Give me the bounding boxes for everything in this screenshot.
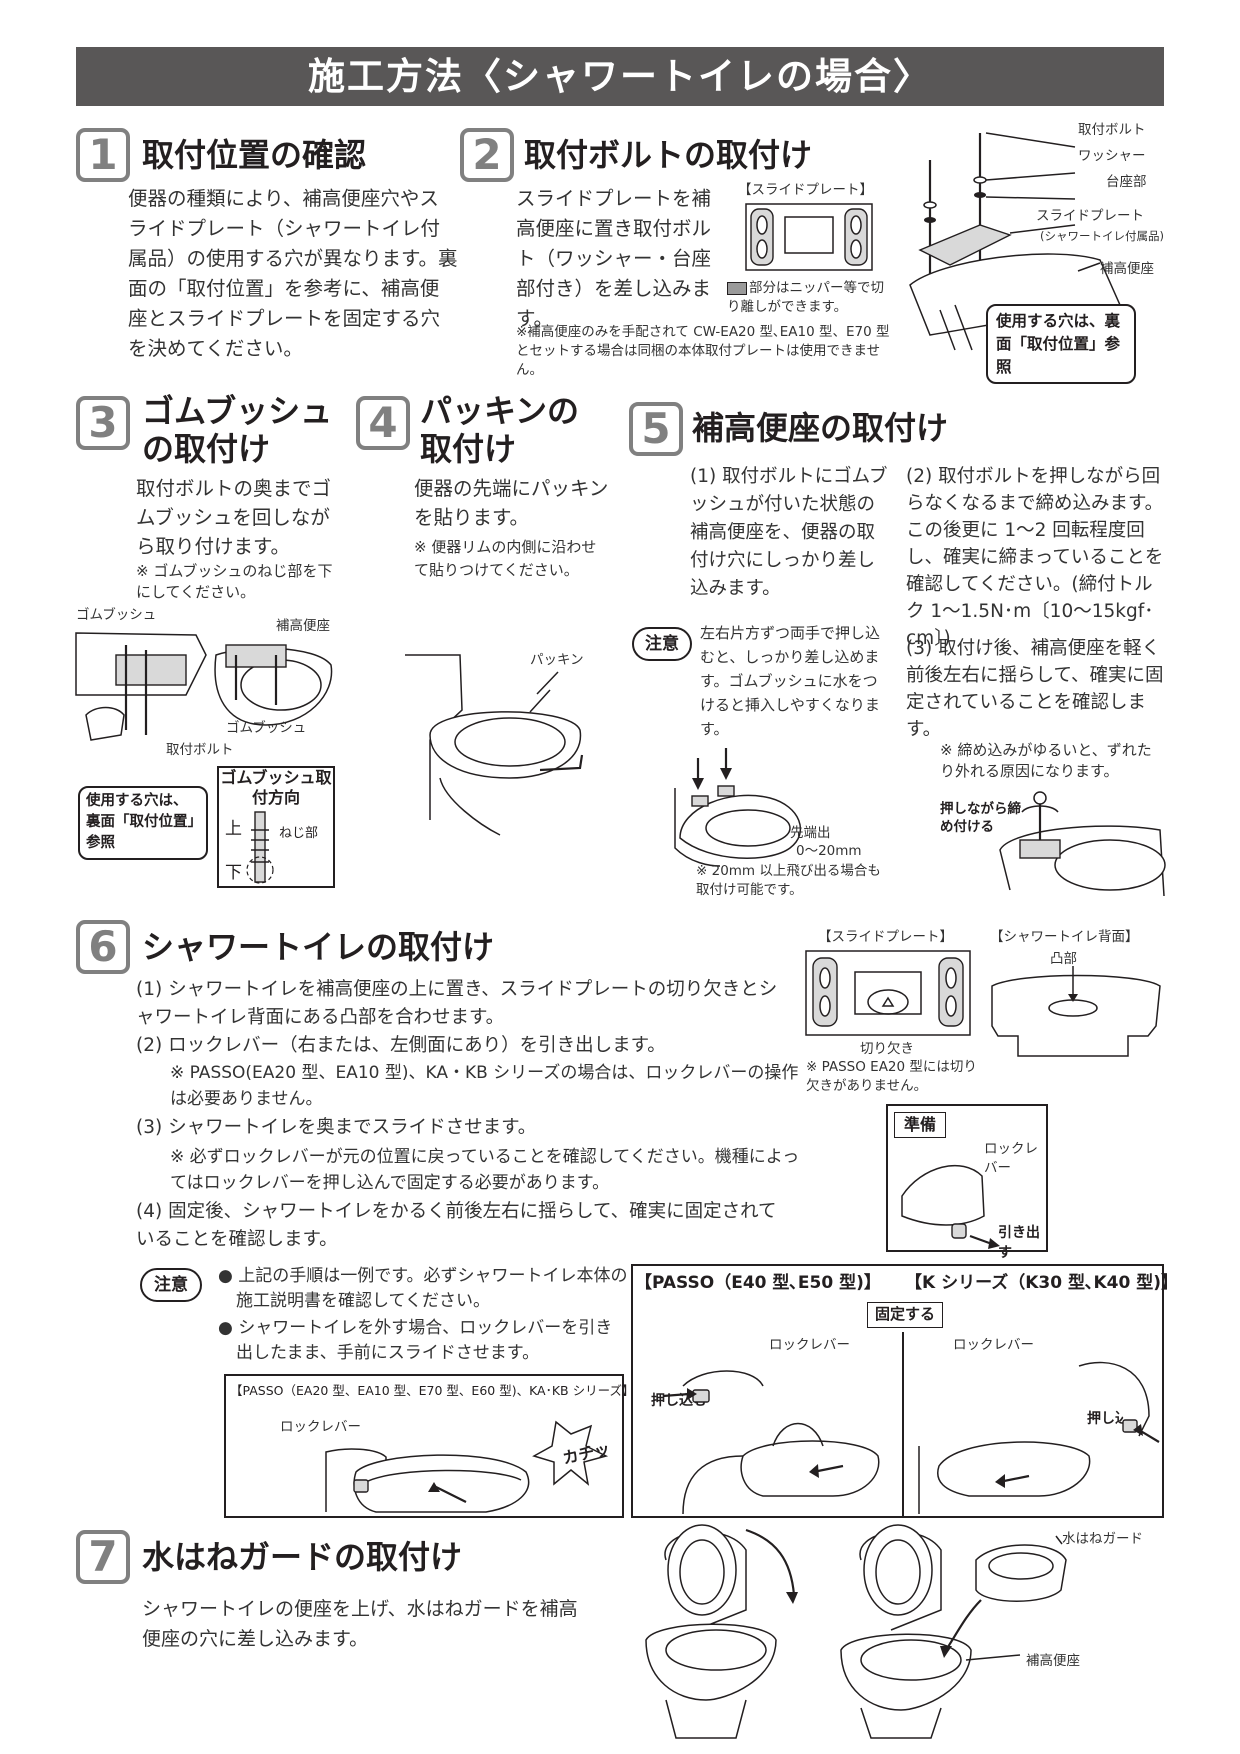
label-base: 台座部 [1106,174,1147,190]
step-7-illustrations [645,1524,1067,1739]
passo-small-lever-label: ロックレバー [280,1419,361,1435]
step-5-push-label: 押しながら締め付ける [940,801,1021,835]
step-6-caution-1: ● 上記の手順は一例です。必ずシャワートイレ本体の施工説明書を確認してください。 [218,1266,628,1311]
step-5-note: ※ 締め込みがゆるいと、ずれたり外れる原因になります。 [940,741,1152,780]
step-3-label-seat: 補高便座 [276,618,330,634]
label-washer: ワッシャー [1078,148,1146,164]
step-6-back-caption: 【シャワートイレ背面】 [990,929,1139,945]
step-5-tighten-illustration [999,791,1166,897]
step-6-item-3-note: ※ 必ずロックレバーが元の位置に戻っていることを確認してください。機種によっては… [170,1147,800,1193]
step-1-title: 取付位置の確認 [142,136,367,174]
step-2-plate-caption: 【スライドプレート】 [738,182,873,198]
step-3-label-bushing: ゴムブッシュ [76,607,157,623]
step-7-title: 水はねガードの取付け [142,1538,463,1576]
step-6-number: 6 [76,920,130,974]
label-slide-plate: スライドプレート [1036,208,1144,224]
step-3-title: ゴムブッシュの取付け [142,392,333,468]
step-2-note: ※補高便座のみを手配されて CW-EA20 型､EA10 型、E70 型とセット… [516,324,890,378]
step-4-title: パッキンの取付け [420,392,580,468]
step-3-label-bolt: 取付ボルト [166,742,234,758]
passo-k-divider [902,1332,904,1518]
step-4-toilet-illustration [405,654,584,836]
step-4-body: 便器の先端にパッキンを貼ります。 [414,477,609,529]
bushing-direction-box: ゴムブッシュ取付方向 上 下 ねじ部 [217,766,335,888]
prep-label: 準備 [894,1112,946,1138]
step-5-tip-note: ※ 20mm 以上飛び出る場合も取付け可能です。 [696,863,881,898]
step-4-number: 4 [356,396,410,450]
label-raised-seat: 補高便座 [1100,261,1154,277]
step-6-item-2: (2) ロックレバー（右または、左側面にあり）を引き出します。 [136,1035,666,1056]
step-5-caution-label: 注意 [632,627,692,661]
step-1-body: 便器の種類により、補高便座穴やスライドプレート（シャワートイレ付属品）の使用する… [128,187,458,360]
step-2-exploded-diagram [909,132,1122,351]
passo-small-caption: 【PASSO（EA20 型、EA10 型、E70 型、E60 型)、KA･KB … [230,1383,635,1398]
passo-lever-label: ロックレバー [769,1337,850,1353]
step-4-label-gasket: パッキン [530,652,584,668]
step-6-back-illustration [991,966,1161,1057]
step-5-item-2: (2) 取付ボルトを押しながら回らなくなるまで締め込みます。この後更に 1～2 … [906,466,1164,649]
fix-label: 固定する [867,1302,943,1328]
step-6-slide-plate-illustration [805,950,971,1036]
step-7-body: シャワートイレの便座を上げ、水はねガードを補高便座の穴に差し込みます。 [142,1598,578,1650]
step-5-title: 補高便座の取付け [692,409,949,447]
step-5-tip-label: 先端出 [790,825,831,841]
bushing-direction-screw: ねじ部 [279,826,319,841]
bushing-direction-up: 上 [225,819,242,839]
step-6-item-3: (3) シャワートイレを奥までスライドさせます。 [136,1117,537,1138]
page-title: 施工方法〈シャワートイレの場合〉 [76,47,1164,106]
label-slide-plate-sub: (シャワートイレ付属品) [1040,229,1164,243]
step-7-number: 7 [76,1530,130,1584]
bushing-direction-down: 下 [225,863,242,883]
step-2-callout: 使用する穴は、裏面「取付位置」参照 [986,304,1136,384]
prep-box: 準備 ロックレバー 引き出す [886,1104,1048,1261]
step-6-caution-2: ● シャワートイレを外す場合、ロックレバーを引き出したまま、手前にスライドさせま… [218,1318,613,1363]
step-6-plate-caption: 【スライドプレート】 [818,929,953,945]
step-2-slide-plate-illustration [745,203,873,271]
prep-lever-label: ロックレバー [984,1141,1038,1176]
step-6-notch-note: ※ PASSO EA20 型には切り欠きがありません。 [806,1059,977,1094]
prep-pull-label: 引き出す [998,1225,1040,1261]
step-5-item-1: (1) 取付ボルトにゴムブッシュが付いた状態の補高便座を、便器の取付け穴にしっか… [690,466,888,599]
passo-k-box: 【PASSO（E40 型､E50 型)】 【K シリーズ（K30 型､K40 型… [631,1264,1178,1518]
step-2-title: 取付ボルトの取付け [524,136,813,174]
step-2-body: スライドプレートを補高便座に置き取付ボルト（ワッシャー・台座部付き）を差し込みま… [516,187,712,330]
step-3-number: 3 [76,396,130,450]
step-3-body: 取付ボルトの奥までゴムブッシュを回しながら取り付けます。 [136,477,332,558]
step-6-item-1: (1) シャワートイレを補高便座の上に置き、スライドプレートの切り欠きとシャワー… [136,979,778,1028]
step-6-item-2-note: ※ PASSO(EA20 型、EA10 型)、KA・KB シリーズの場合は、ロッ… [170,1063,799,1109]
step-1-number: 1 [76,128,130,182]
step-5-tip-value: 0～20mm [796,843,862,859]
step-5-item-3: (3) 取付け後、補高便座を軽く前後左右に揺らして、確実に固定されていることを確… [906,638,1164,740]
cut-area-swatch [727,282,747,295]
passo-caption: 【PASSO（E40 型､E50 型)】 [635,1273,881,1293]
step-7-label-guard: 水はねガード [1062,1531,1143,1547]
step-5-number: 5 [629,402,683,456]
step-3-label-bushing-2: ゴムブッシュ [226,720,307,736]
k-lever-label: ロックレバー [953,1337,1034,1353]
step-2-number: 2 [460,128,514,182]
step-3-illustration [75,632,333,741]
passo-small-box: 【PASSO（EA20 型、EA10 型、E70 型、E60 型)、KA･KB … [224,1374,634,1518]
step-2-cut-note: 部分はニッパー等で切り離しができます。 [727,280,884,315]
label-bolt: 取付ボルト [1078,122,1146,138]
step-6-caution-label: 注意 [140,1268,202,1302]
step-6-notch-label: 切り欠き [860,1041,914,1057]
step-5-seat-illustration [674,748,801,867]
bushing-direction-title: ゴムブッシュ取付方向 [220,768,332,807]
step-6-boss-label: 凸部 [1050,951,1077,967]
step-6-title: シャワートイレの取付け [142,928,495,966]
step-6-item-4: (4) 固定後、シャワートイレをかるく前後左右に揺らして、確実に固定されているこ… [136,1201,777,1250]
step-3-callout: 使用する穴は、裏面「取付位置」参照 [78,786,208,860]
step-5-caution: 左右片方ずつ両手で押し込むと、しっかり差し込めます。ゴムブッシュに水をつけると挿… [700,624,881,738]
k-series-caption: 【K シリーズ（K30 型､K40 型)】 [905,1273,1179,1293]
step-3-note: ※ ゴムブッシュのねじ部を下にしてください。 [136,562,333,601]
step-4-note: ※ 便器リムの内側に沿わせて貼りつけてください。 [414,538,597,579]
step-7-label-seat: 補高便座 [1026,1653,1080,1669]
